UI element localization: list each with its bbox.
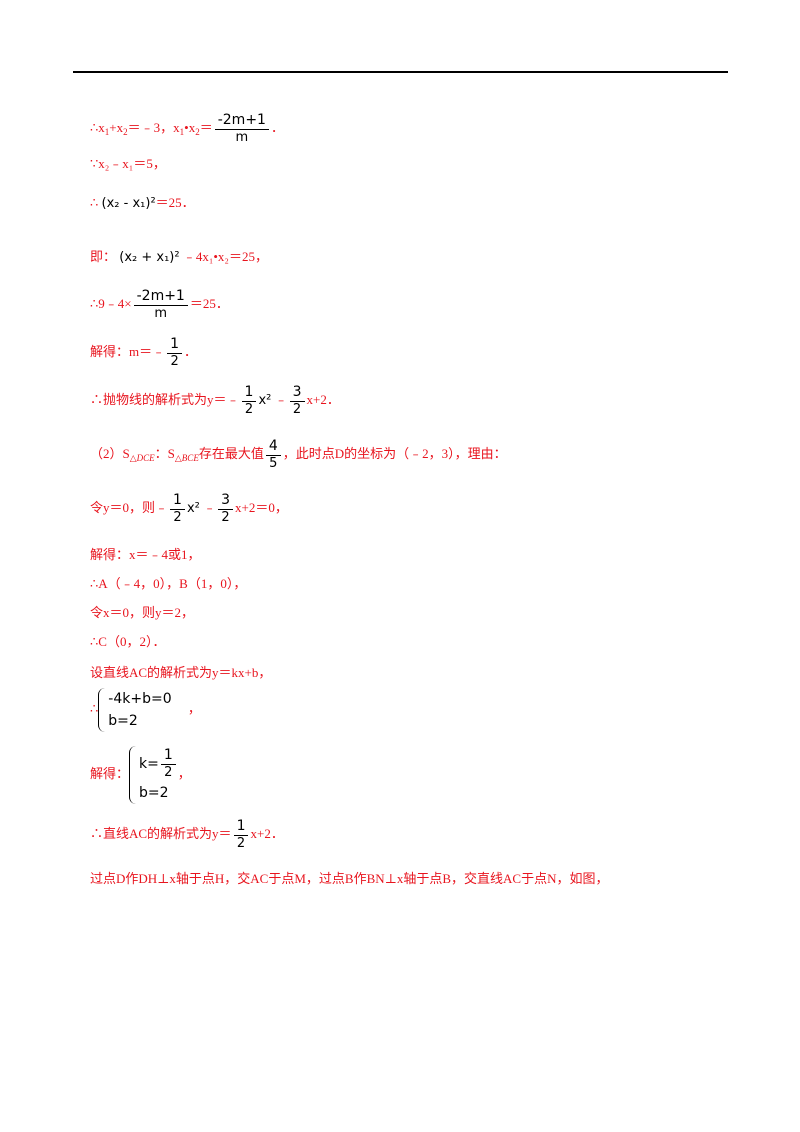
header-rule <box>73 71 728 73</box>
line-point-c: ∴C（0，2）． <box>90 634 166 649</box>
line-construction: 过点D作DH⊥x轴于点H，交AC于点M，过点B作BN⊥x轴于点B，交直线AC于点… <box>90 871 609 886</box>
line-square-sum: 即： (x₂ + x₁)² ﹣4x₁•x₂＝25， <box>90 249 268 265</box>
line-ac-setup: 设直线AC的解析式为y＝kx+b， <box>90 665 272 680</box>
line-set-x0: 令x＝0，则y＝2， <box>90 605 195 620</box>
line-roots: 解得：x＝﹣4或1， <box>90 547 201 562</box>
line-points-ab: ∴A（﹣4，0），B（1，0）， <box>90 576 247 591</box>
line-difference: ∵x₂﹣x₁＝5， <box>90 156 166 171</box>
line-square-diff: ∴ (x₂ - x₁)²＝25． <box>90 195 195 211</box>
